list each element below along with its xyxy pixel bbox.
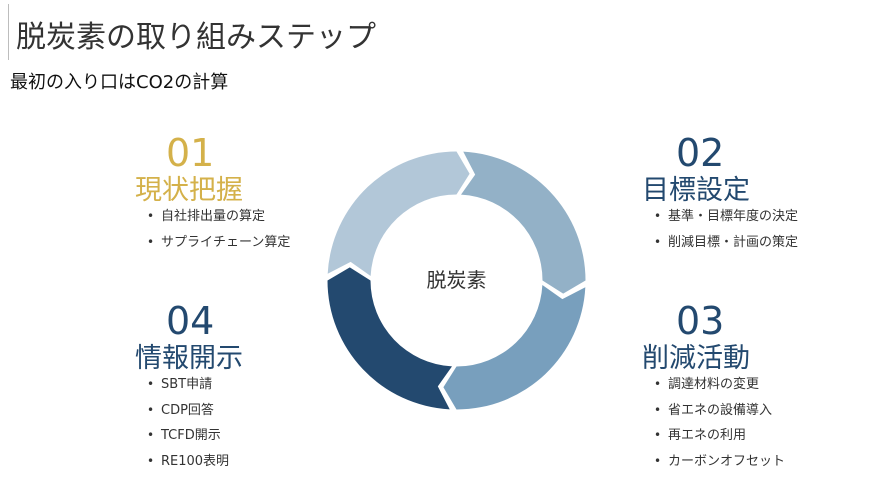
step-1-number: 01 — [166, 131, 215, 175]
cycle-segment-1 — [327, 151, 470, 276]
list-item: 再エネの利用 — [654, 423, 785, 449]
step-2-list: 基準・目標年度の決定 削減目標・計画の策定 — [654, 204, 798, 255]
cycle-segment-4 — [327, 267, 452, 410]
step-1-list: 自社排出量の算定 サプライチェーン算定 — [147, 204, 290, 255]
cycle-diagram — [327, 151, 586, 410]
step-4-list: SBT申請 CDP回答 TCFD開示 RE100表明 — [147, 372, 229, 474]
list-item: CDP回答 — [147, 398, 229, 424]
page-title: 脱炭素の取り組みステップ — [16, 20, 376, 55]
list-item: 調達材料の変更 — [654, 372, 785, 398]
list-item: カーボンオフセット — [654, 449, 785, 475]
list-item: TCFD開示 — [147, 423, 229, 449]
list-item: 自社排出量の算定 — [147, 204, 290, 230]
step-2-title: 目標設定 — [642, 175, 750, 206]
cycle-segment-3 — [443, 285, 586, 410]
step-3-number: 03 — [676, 299, 725, 343]
step-3-title: 削減活動 — [642, 343, 750, 374]
cycle-center-label: 脱炭素 — [426, 268, 487, 292]
step-2-number: 02 — [676, 131, 725, 175]
step-3-list: 調達材料の変更 省エネの設備導入 再エネの利用 カーボンオフセット — [654, 372, 785, 474]
list-item: SBT申請 — [147, 372, 229, 398]
list-item: 省エネの設備導入 — [654, 398, 785, 424]
page-subtitle: 最初の入り口はCO2の計算 — [10, 72, 229, 93]
step-4-number: 04 — [166, 299, 215, 343]
list-item: 削減目標・計画の策定 — [654, 230, 798, 256]
list-item: サプライチェーン算定 — [147, 230, 290, 256]
cycle-segment-2 — [461, 151, 586, 294]
step-1-title: 現状把握 — [135, 175, 243, 206]
list-item: 基準・目標年度の決定 — [654, 204, 798, 230]
step-4-title: 情報開示 — [135, 343, 243, 374]
title-accent-line — [8, 4, 9, 60]
list-item: RE100表明 — [147, 449, 229, 475]
